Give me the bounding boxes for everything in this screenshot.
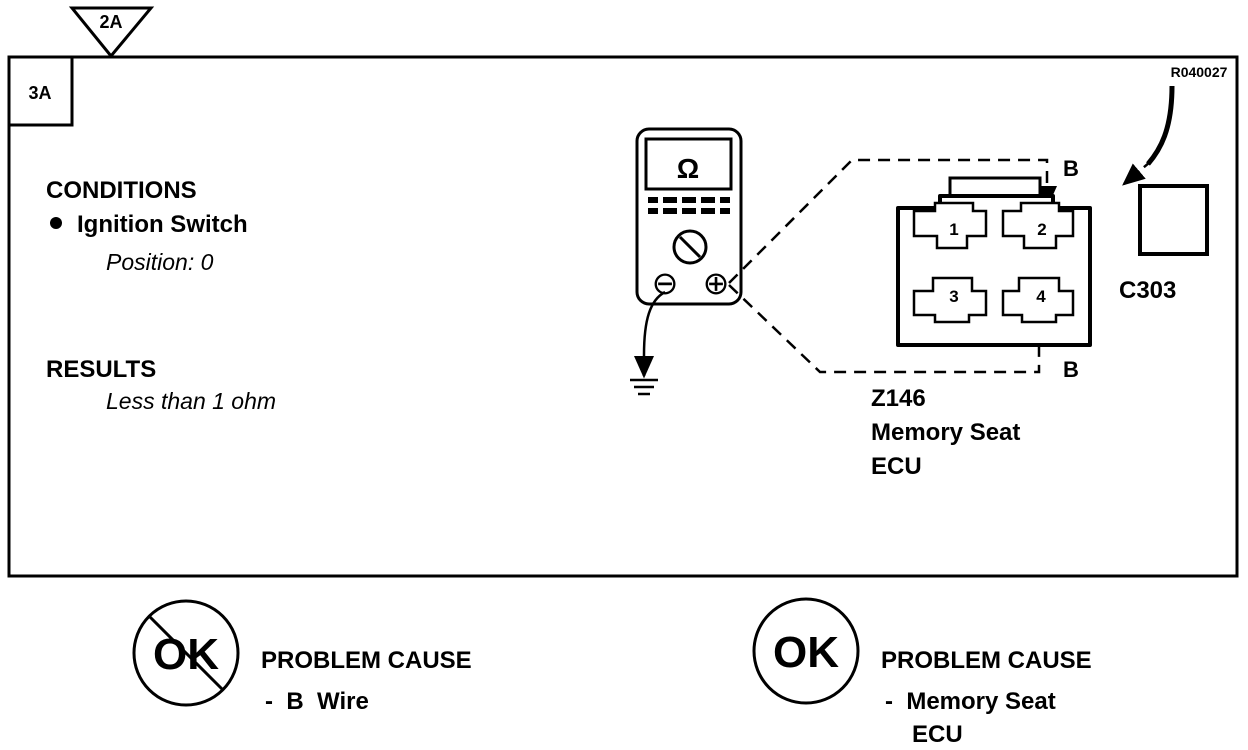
ohm-display-icon: Ω <box>677 153 699 184</box>
condition-item: Ignition Switch <box>77 211 248 238</box>
ground-lead <box>634 290 666 379</box>
outcome-not-ok: OK PROBLEM CAUSE - B Wire <box>132 599 472 715</box>
not-ok-heading: PROBLEM CAUSE <box>261 647 472 674</box>
ok-cause-line2: ECU <box>912 721 963 748</box>
figure-reference: R040027 <box>1171 64 1228 80</box>
not-ok-cause: - B Wire <box>265 688 369 715</box>
ohmmeter: Ω ⊖ ⊕ <box>635 127 743 306</box>
conditions-heading: CONDITIONS <box>46 177 197 204</box>
meter-button-rows <box>648 197 730 214</box>
wire-top-label: B <box>1063 156 1079 181</box>
c303-harness-wire <box>1146 85 1175 166</box>
connector-pin-1: 1 <box>912 201 988 250</box>
connector-code: Z146 <box>871 385 926 412</box>
not-ok-badge-icon: OK <box>132 599 240 707</box>
pin-3-label: 3 <box>949 287 958 306</box>
c303-connector: C303 <box>1119 85 1209 304</box>
ok-heading: PROBLEM CAUSE <box>881 647 1092 674</box>
connector-name-line1: Memory Seat <box>871 419 1020 446</box>
connector-name-line2: ECU <box>871 453 922 480</box>
pin-2-label: 2 <box>1037 220 1046 239</box>
ok-badge-label: OK <box>773 628 839 677</box>
step-tag-label: 2A <box>99 12 122 32</box>
results-detail: Less than 1 ohm <box>106 388 276 414</box>
disconnect-arrow-icon <box>1122 161 1151 186</box>
test-lead-to-pin-2 <box>728 158 1057 284</box>
outcome-ok: OK PROBLEM CAUSE - Memory Seat ECU <box>752 597 1092 748</box>
ok-badge-icon: OK <box>752 597 860 705</box>
condition-detail: Position: 0 <box>106 249 214 275</box>
negative-terminal-icon: ⊖ <box>652 265 679 301</box>
condition-bullet <box>50 217 62 229</box>
z146-connector: 1 2 3 4 <box>896 176 1092 347</box>
step-reference-triangle[interactable]: 2A <box>68 6 155 59</box>
c303-label: C303 <box>1119 277 1176 304</box>
ground-icon <box>630 378 658 396</box>
connector-pin-4: 4 <box>1001 276 1075 324</box>
positive-terminal-icon: ⊕ <box>703 265 730 301</box>
connector-pin-3: 3 <box>912 276 988 324</box>
ok-cause-line1: - Memory Seat <box>885 688 1056 715</box>
pin-4-label: 4 <box>1036 287 1046 306</box>
step-frame <box>7 55 1239 578</box>
pin-1-label: 1 <box>949 220 958 239</box>
wire-bottom-label: B <box>1063 357 1079 382</box>
step-id-box: 3A <box>7 55 74 127</box>
meter-selector-dial-icon[interactable] <box>672 229 708 265</box>
step-id-label: 3A <box>28 83 51 103</box>
connector-pin-2: 2 <box>1001 201 1075 250</box>
results-heading: RESULTS <box>46 356 156 383</box>
